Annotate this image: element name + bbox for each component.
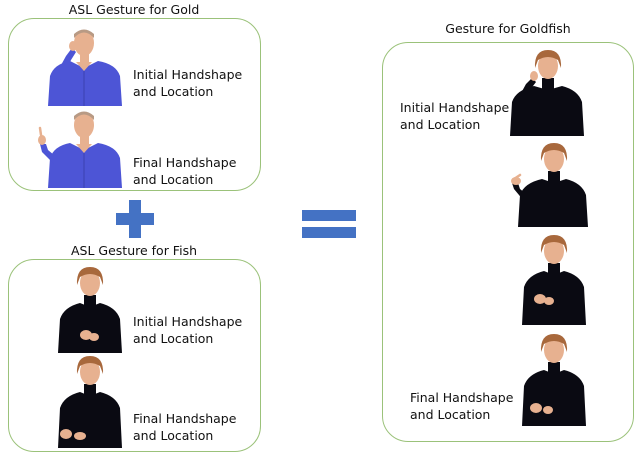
fish-initial-caption: Initial Handshape and Location bbox=[133, 313, 242, 347]
caption-line: and Location bbox=[133, 172, 214, 187]
goldfish-frame-1-caption: Initial Handshape and Location bbox=[400, 99, 509, 133]
caption-line: Final Handshape bbox=[410, 390, 514, 405]
goldfish-frame-3-signer-image bbox=[522, 235, 586, 325]
caption-line: Final Handshape bbox=[133, 411, 237, 426]
caption-line: Initial Handshape bbox=[400, 100, 510, 115]
goldfish-frame-4-caption: Final Handshape and Location bbox=[410, 389, 513, 423]
caption-line: and Location bbox=[133, 84, 214, 99]
goldfish-panel-title: Gesture for Goldfish bbox=[445, 21, 571, 36]
goldfish-frame-2-signer-image bbox=[511, 143, 588, 227]
fish-final-caption: Final Handshape and Location bbox=[133, 410, 236, 444]
gold-final-caption: Final Handshape and Location bbox=[133, 154, 236, 188]
caption-line: and Location bbox=[133, 428, 214, 443]
gold-initial-caption: Initial Handshape and Location bbox=[133, 66, 242, 100]
goldfish-panel bbox=[382, 42, 634, 442]
fish-final-signer-image bbox=[58, 356, 122, 448]
fish-initial-signer-image bbox=[58, 267, 122, 353]
gold-initial-signer-image bbox=[48, 29, 122, 106]
fish-panel-title: ASL Gesture for Fish bbox=[70, 243, 197, 258]
gold-panel-title: ASL Gesture for Gold bbox=[68, 2, 200, 17]
caption-line: and Location bbox=[400, 117, 481, 132]
caption-line: and Location bbox=[410, 407, 491, 422]
fish-panel bbox=[8, 259, 261, 452]
goldfish-frame-1-signer-image bbox=[510, 50, 584, 136]
equals-operator-icon bbox=[302, 210, 356, 238]
caption-line: and Location bbox=[133, 331, 214, 346]
caption-line: Final Handshape bbox=[133, 155, 237, 170]
gold-final-signer-image bbox=[38, 111, 122, 188]
goldfish-frame-4-signer-image bbox=[522, 334, 586, 426]
caption-line: Initial Handshape bbox=[133, 314, 243, 329]
caption-line: Initial Handshape bbox=[133, 67, 243, 82]
plus-operator-icon bbox=[116, 200, 154, 238]
